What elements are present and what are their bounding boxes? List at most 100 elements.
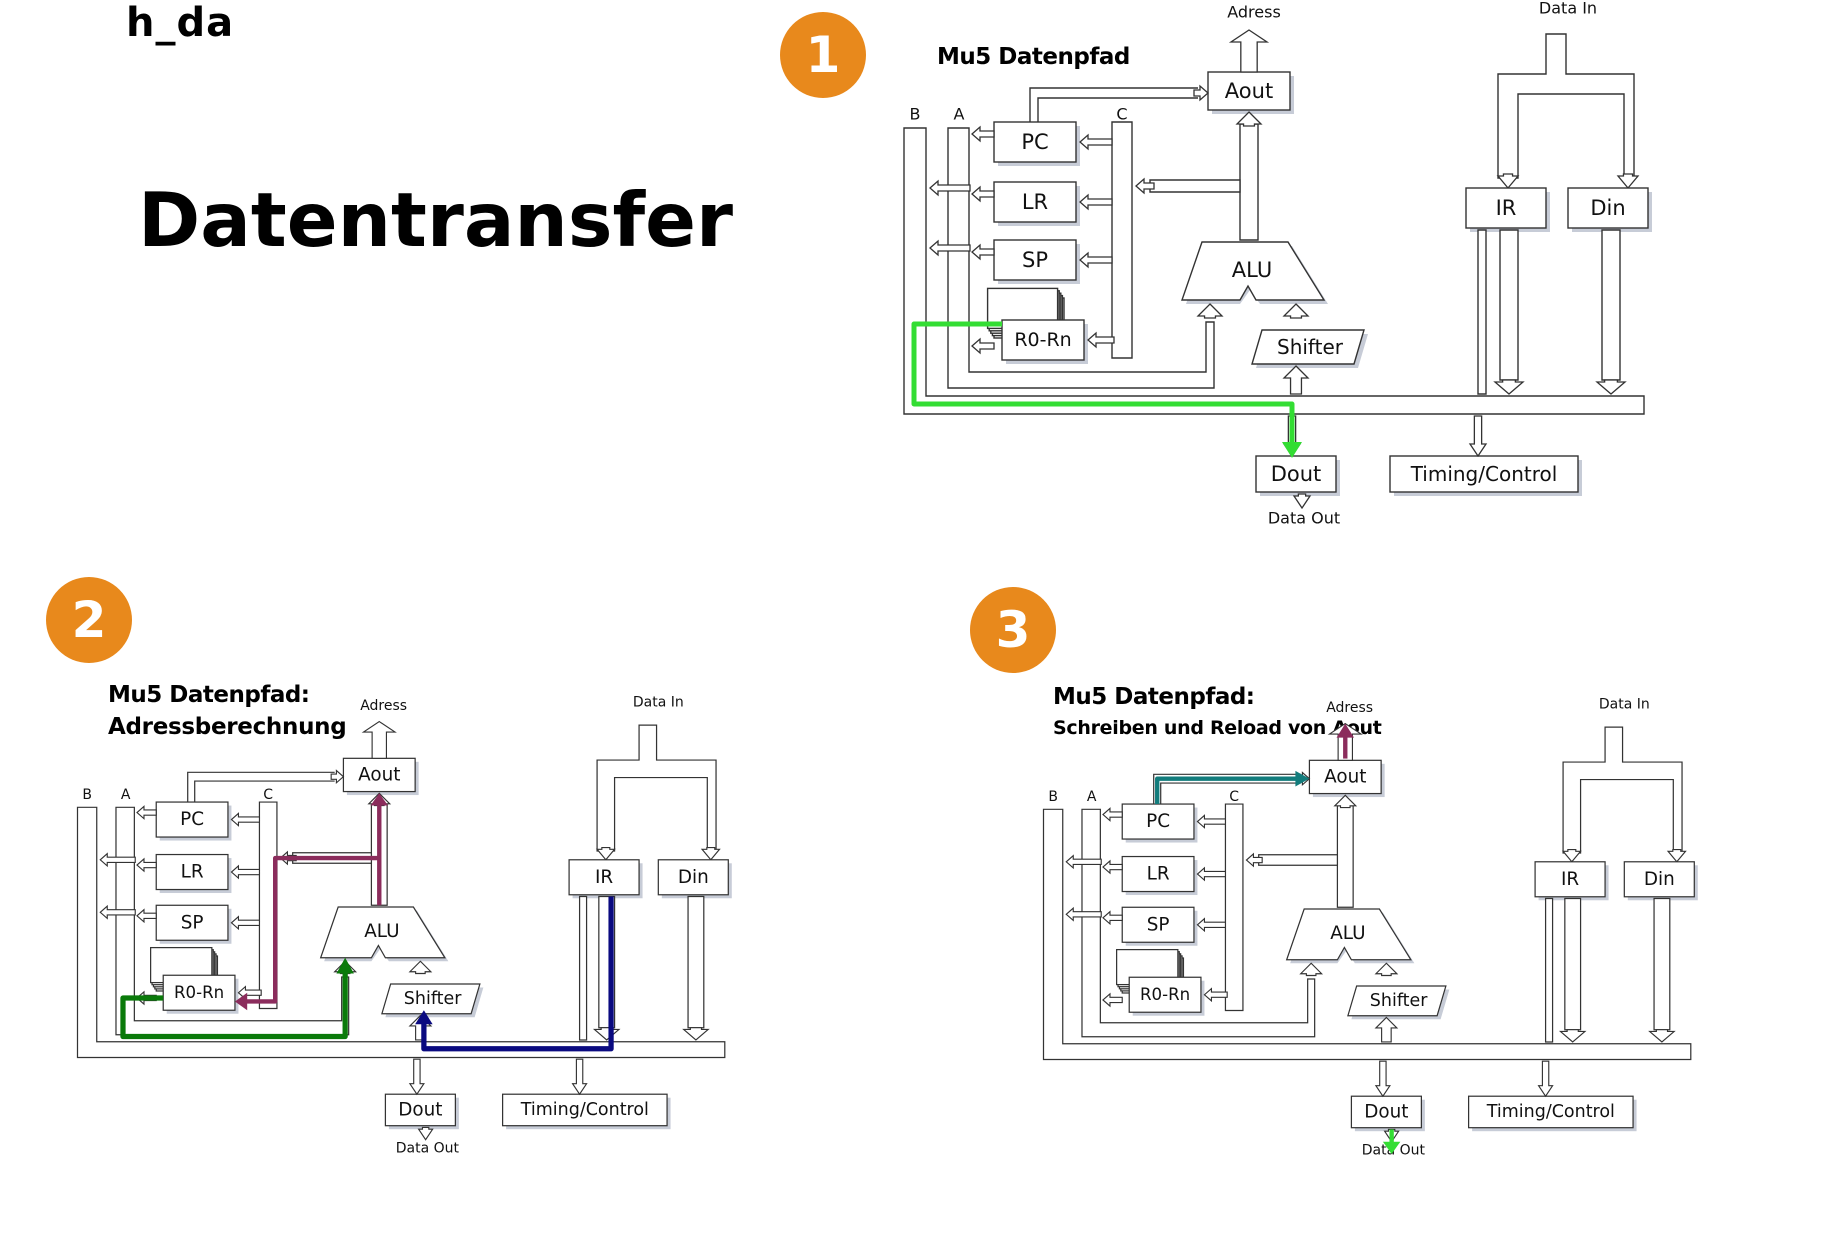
sp-b-out [929, 239, 971, 257]
shifter-label: Shifter [404, 989, 462, 1009]
pc-box-label: PC [180, 809, 204, 830]
pc-box-c-in [1079, 133, 1113, 151]
bus-shifter-arrow [1282, 365, 1310, 395]
ir-box-label: IR [1561, 869, 1579, 890]
lr-box-a-out [1102, 859, 1123, 875]
timing-box-label: Timing/Control [1486, 1102, 1615, 1122]
din-box-label: Din [1644, 869, 1675, 890]
page-title: Datentransfer [138, 176, 733, 264]
alu-shape [1181, 241, 1326, 301]
ir-box [1534, 861, 1606, 898]
panel-1-title: Mu5 Datenpfad [937, 44, 1130, 70]
sp-b-out [99, 904, 136, 920]
panel-2-subtitle: Adressberechnung [108, 714, 347, 740]
ir-down [1564, 897, 1582, 1031]
shifter-shape [381, 983, 481, 1015]
r0rn-c-in [1203, 987, 1228, 1003]
din-in-arrow [1666, 848, 1687, 863]
sp-box-c-in [230, 915, 261, 931]
bus-a [1081, 808, 1316, 1038]
ir-bus-line [1544, 897, 1554, 1043]
alu-c-channel [1258, 854, 1339, 866]
pc-aout-arrow [330, 769, 345, 785]
sp-box-label: SP [181, 912, 204, 933]
sp-box [1121, 906, 1195, 943]
dout-box-label: Dout [398, 1099, 442, 1120]
step-badge-2: 2 [46, 577, 132, 663]
alu-label: ALU [1232, 258, 1272, 282]
step-badge-3: 3 [970, 587, 1056, 673]
highlight-ir-to-shifter [421, 896, 614, 1052]
data-in-label: Data In [1599, 696, 1650, 712]
highlight-aout-head [370, 793, 389, 806]
bus-b-label: B [910, 105, 921, 124]
ir-box-label: IR [595, 867, 613, 888]
r0rn-box [162, 974, 236, 1011]
aout-box-label: Aout [1225, 79, 1273, 103]
bus-b-label: B [1048, 789, 1058, 805]
lr-box-label: LR [1022, 190, 1048, 214]
alu-b-in [1374, 962, 1399, 977]
sp-box-c-in [1079, 251, 1113, 269]
alu-c-arrow [1135, 177, 1155, 195]
bus-timing-arrow [571, 1058, 588, 1096]
bus-dout-arrow [1374, 1060, 1391, 1098]
alu-shape [319, 906, 446, 959]
din-down [1653, 897, 1671, 1031]
r0rn-c-in [1087, 331, 1115, 349]
shifter-label: Shifter [1277, 335, 1344, 359]
pc-box [993, 121, 1077, 163]
din-down-arrow [682, 1027, 710, 1041]
bus-timing-arrow [1468, 415, 1488, 458]
pc-aout-line [187, 771, 335, 803]
alu-aout-arrow [1333, 794, 1358, 809]
alu-a-in [1299, 962, 1324, 977]
pc-box-c-in [1196, 814, 1227, 829]
din-box-label: Din [1590, 196, 1625, 220]
timing-box [1389, 455, 1579, 493]
shifter-shape [1251, 329, 1365, 365]
ir-down [1499, 229, 1519, 381]
highlight-r0rn-to-dout [911, 321, 1295, 444]
pc-aout-line [1153, 773, 1301, 805]
ir-in-arrow [1496, 173, 1520, 190]
pc-box [1121, 803, 1195, 840]
sp-box-a-out [971, 243, 995, 261]
ir-bus-line [578, 895, 588, 1041]
din-in-arrow [1616, 173, 1640, 190]
din-down-arrow [1595, 379, 1627, 395]
alu-label: ALU [1330, 923, 1365, 944]
lr-b-out [99, 852, 136, 868]
sp-box-a-out [136, 908, 157, 924]
pc-box-label: PC [1146, 811, 1170, 832]
bus-shifter-arrow [1374, 1016, 1399, 1043]
alu-a-in [1196, 303, 1224, 319]
aout-box-label: Aout [1324, 766, 1366, 787]
lr-b-out [929, 179, 971, 197]
lr-box-label: LR [181, 862, 204, 883]
pc-aout-line [1029, 87, 1198, 122]
bus-dout-arrow [408, 1058, 425, 1096]
bus-a [947, 127, 1215, 389]
adress-arrow [361, 720, 397, 759]
shifter-label: Shifter [1370, 991, 1428, 1011]
aout-box [1308, 759, 1382, 795]
ir-in-arrow [1561, 848, 1582, 863]
data-in-feed [1497, 33, 1635, 179]
bus-a-label: A [1087, 789, 1097, 805]
r0rn-box [1128, 976, 1202, 1013]
r0rn-box [1001, 319, 1085, 361]
alu-c-arrow [1245, 852, 1263, 868]
sp-box-a-out [1102, 910, 1123, 926]
data-in-feed [596, 724, 717, 852]
ir-bus-line [1477, 229, 1487, 395]
bus-timing-arrow [1537, 1060, 1554, 1098]
dout-box [384, 1093, 456, 1127]
pc-aout-line-2 [1160, 782, 1301, 805]
data-out-label: Data Out [396, 1140, 460, 1156]
